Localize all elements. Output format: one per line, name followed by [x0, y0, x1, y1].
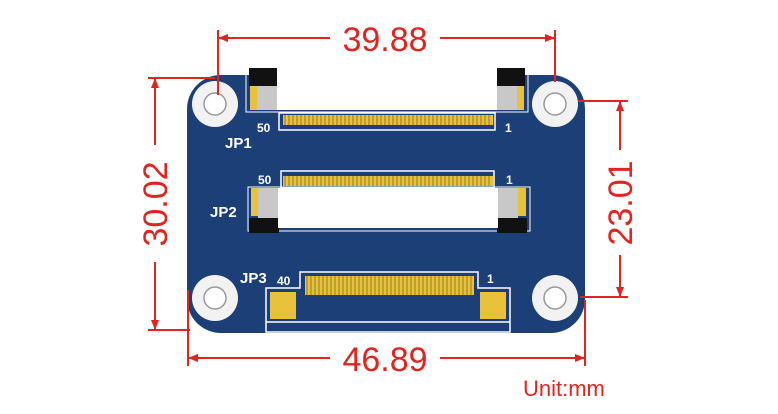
mounting-hole-top-right — [532, 81, 578, 127]
jp3-pin-first: 40 — [277, 274, 291, 288]
pin-strip — [283, 176, 493, 186]
jp1-pin-first: 50 — [257, 121, 271, 135]
dimension-top-value: 39.88 — [342, 21, 427, 59]
connector-jp3: JP3 40 1 — [240, 270, 511, 333]
dimension-top: 39.88 — [217, 21, 556, 95]
pin-strip-bg — [283, 176, 493, 186]
dimension-left-value: 30.02 — [137, 161, 175, 246]
mounting-holes — [192, 81, 578, 321]
pin-strip — [305, 276, 474, 295]
mounting-hole-bottom-left — [192, 275, 238, 321]
dimension-left: 30.02 — [137, 77, 215, 331]
jp3-label: JP3 — [240, 270, 267, 287]
pin-strip — [283, 115, 493, 125]
pin-strip-bg — [283, 115, 493, 125]
dimension-right-value: 23.01 — [602, 160, 640, 245]
connector-jp2: 50 1 JP2 — [210, 170, 531, 233]
pin-strip-bg — [305, 276, 474, 295]
jp1-pin-last: 1 — [505, 121, 512, 135]
jp2-pin-last: 1 — [506, 173, 513, 187]
dimension-bottom: 46.89 — [187, 290, 586, 379]
unit-label: Unit:mm — [523, 376, 605, 401]
dimension-right: 23.01 — [578, 100, 640, 298]
connector-jp1: 50 1 JP1 — [225, 67, 529, 152]
jp1-label: JP1 — [225, 135, 252, 152]
mounting-hole-top-left — [192, 81, 238, 127]
mounting-hole-bottom-right — [532, 275, 578, 321]
jp2-label: JP2 — [210, 204, 237, 221]
dimension-bottom-value: 46.89 — [342, 341, 427, 379]
jp2-pin-first: 50 — [258, 173, 272, 187]
jp3-pin-last: 1 — [487, 272, 494, 286]
